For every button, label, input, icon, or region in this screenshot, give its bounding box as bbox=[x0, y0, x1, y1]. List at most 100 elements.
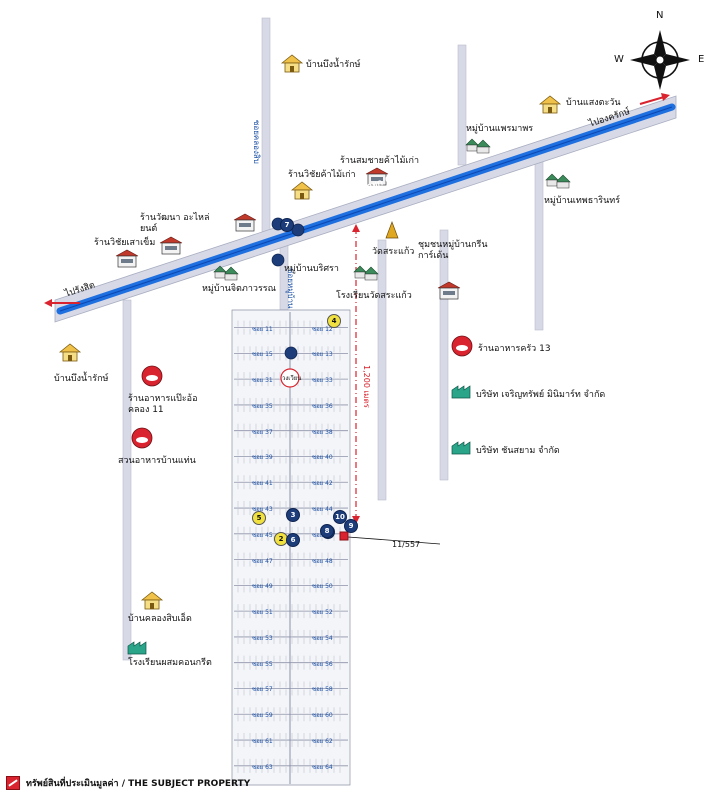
village-roof-b bbox=[555, 174, 571, 183]
shop-icon bbox=[115, 249, 139, 268]
lane-label: ซอย 63 bbox=[252, 763, 273, 771]
lane-label: ซอย 40 bbox=[312, 454, 333, 462]
lane-label: ซอย 43 bbox=[252, 506, 273, 514]
label-suan-ahan: สวนอาหารบ้านแท่น bbox=[118, 456, 196, 466]
distance-arrow-bottom bbox=[352, 516, 360, 524]
house-door bbox=[300, 193, 304, 199]
lane-label: ซอย 36 bbox=[312, 402, 333, 410]
village-icon bbox=[213, 265, 239, 281]
lane-label: ซอย 55 bbox=[252, 660, 273, 668]
factory-icon bbox=[451, 385, 471, 399]
shop-window bbox=[121, 259, 133, 263]
map-marker: 8 bbox=[320, 524, 334, 538]
house-door bbox=[68, 355, 72, 361]
shop-window bbox=[239, 223, 251, 227]
village-body-a bbox=[466, 144, 478, 152]
map-marker: 3 bbox=[286, 508, 300, 522]
house-roof bbox=[58, 343, 82, 353]
village-body-b bbox=[364, 273, 378, 281]
lane-label: ซอย 61 bbox=[252, 738, 273, 746]
compass-e: E bbox=[698, 54, 705, 65]
location-pin-icon bbox=[271, 253, 285, 267]
lane-label: ซอย 49 bbox=[252, 583, 273, 591]
restaurant-plate bbox=[456, 345, 468, 351]
village-icon bbox=[353, 265, 379, 281]
label-mu-ban-chitawan: หมู่บ้านจิตภาวรรณ bbox=[202, 284, 276, 294]
restaurant-plate bbox=[146, 375, 158, 381]
village-body-b bbox=[556, 181, 570, 189]
roundabout-label: วงเวียน bbox=[282, 375, 302, 382]
lane-label: ซอย 41 bbox=[252, 480, 273, 488]
legend-swatch bbox=[6, 776, 20, 790]
factory-shape bbox=[451, 385, 471, 399]
road-vertical-a bbox=[261, 17, 271, 239]
pin-disc bbox=[291, 223, 305, 237]
label-ran-pae-ae: ร้านอาหารแป๊ะอ้อ คลอง 11 bbox=[128, 394, 198, 415]
shop-icon bbox=[159, 236, 183, 255]
village-body-a bbox=[546, 179, 558, 187]
road-vertical-e bbox=[377, 239, 387, 501]
factory-shape bbox=[127, 641, 147, 655]
house-icon bbox=[280, 54, 304, 73]
map-marker: 6 bbox=[286, 533, 300, 547]
label-ban-bueng-nam-rak-left: บ้านบึงน้ำรักษ์ bbox=[54, 374, 109, 384]
village-icon bbox=[545, 173, 571, 189]
village-body-b bbox=[476, 146, 490, 154]
lane-label: ซอย 50 bbox=[312, 583, 333, 591]
lane-label: ซอย 58 bbox=[312, 686, 333, 694]
label-company-chan: บริษัท ชันสยาม จำกัด bbox=[476, 446, 560, 456]
village-roof-b bbox=[223, 266, 239, 275]
lot-grid bbox=[237, 320, 341, 773]
map-marker: 2 bbox=[274, 532, 288, 546]
lane-label: ซอย 13 bbox=[312, 351, 333, 359]
legend-label: ทรัพย์สินที่ประเมินมูลค่า / THE SUBJECT … bbox=[26, 779, 251, 789]
lane-label: ซอย 53 bbox=[252, 634, 273, 642]
restaurant-icon bbox=[141, 365, 163, 387]
restaurant-icon bbox=[451, 335, 473, 357]
location-pin-icon bbox=[291, 223, 305, 237]
label-ban-saeng-chan: บ้านแสงตะวัน bbox=[566, 98, 621, 108]
label-mu-ban-phraemaphon: หมู่บ้านแพรมาพร bbox=[466, 124, 534, 134]
label-mu-ban-boriphat: หมู่บ้านบริศรา bbox=[284, 264, 339, 274]
label-ban-khlong-sip-et: บ้านคลองสิบเอ็ด bbox=[128, 614, 192, 624]
house-door bbox=[150, 603, 154, 609]
house-icon bbox=[290, 181, 314, 200]
village-outline bbox=[231, 309, 351, 786]
lane-label: ซอย 48 bbox=[312, 557, 333, 565]
village-roof-a bbox=[545, 173, 559, 181]
road-vertical-c bbox=[534, 144, 544, 331]
temple-icon bbox=[385, 221, 399, 239]
label-ran-khrua-13: ร้านอาหารครัว 13 bbox=[478, 344, 551, 354]
subject-property-marker bbox=[339, 531, 349, 541]
pin-disc bbox=[284, 346, 298, 360]
house-icon bbox=[538, 95, 562, 114]
map-icons bbox=[58, 54, 571, 655]
side-road-label: ซอยคลองสิบ bbox=[252, 120, 261, 164]
map-marker: 7 bbox=[280, 218, 294, 232]
property-number: 11/557 bbox=[392, 540, 421, 549]
house-icon bbox=[140, 591, 164, 610]
lane-label: ซอย 64 bbox=[312, 763, 333, 771]
house-roof bbox=[290, 181, 314, 191]
road-vertical-d bbox=[122, 299, 132, 661]
village-grid bbox=[231, 309, 351, 786]
house-door bbox=[290, 66, 294, 72]
label-school-sakaew: โรงเรียนวัดสระแก้ว bbox=[336, 291, 412, 301]
village-roof-b bbox=[363, 266, 379, 275]
shop-roof bbox=[115, 249, 139, 257]
house-door bbox=[548, 107, 552, 113]
village-body-b bbox=[224, 273, 238, 281]
road-vertical-f bbox=[439, 229, 449, 481]
lane-label: ซอย 33 bbox=[312, 377, 333, 385]
roundabout-circle bbox=[280, 368, 300, 388]
property-leader bbox=[347, 536, 441, 545]
restaurant-plate bbox=[136, 437, 148, 443]
compass-w: W bbox=[614, 54, 624, 65]
lane-label: ซอย 35 bbox=[252, 402, 273, 410]
lane-label: ซอย 62 bbox=[312, 738, 333, 746]
label-wat-sakaew: วัดสระแก้ว bbox=[372, 247, 415, 257]
map-marker: 10 bbox=[333, 510, 347, 524]
distance-arrow-top bbox=[352, 224, 360, 232]
shop-icon bbox=[233, 213, 257, 232]
